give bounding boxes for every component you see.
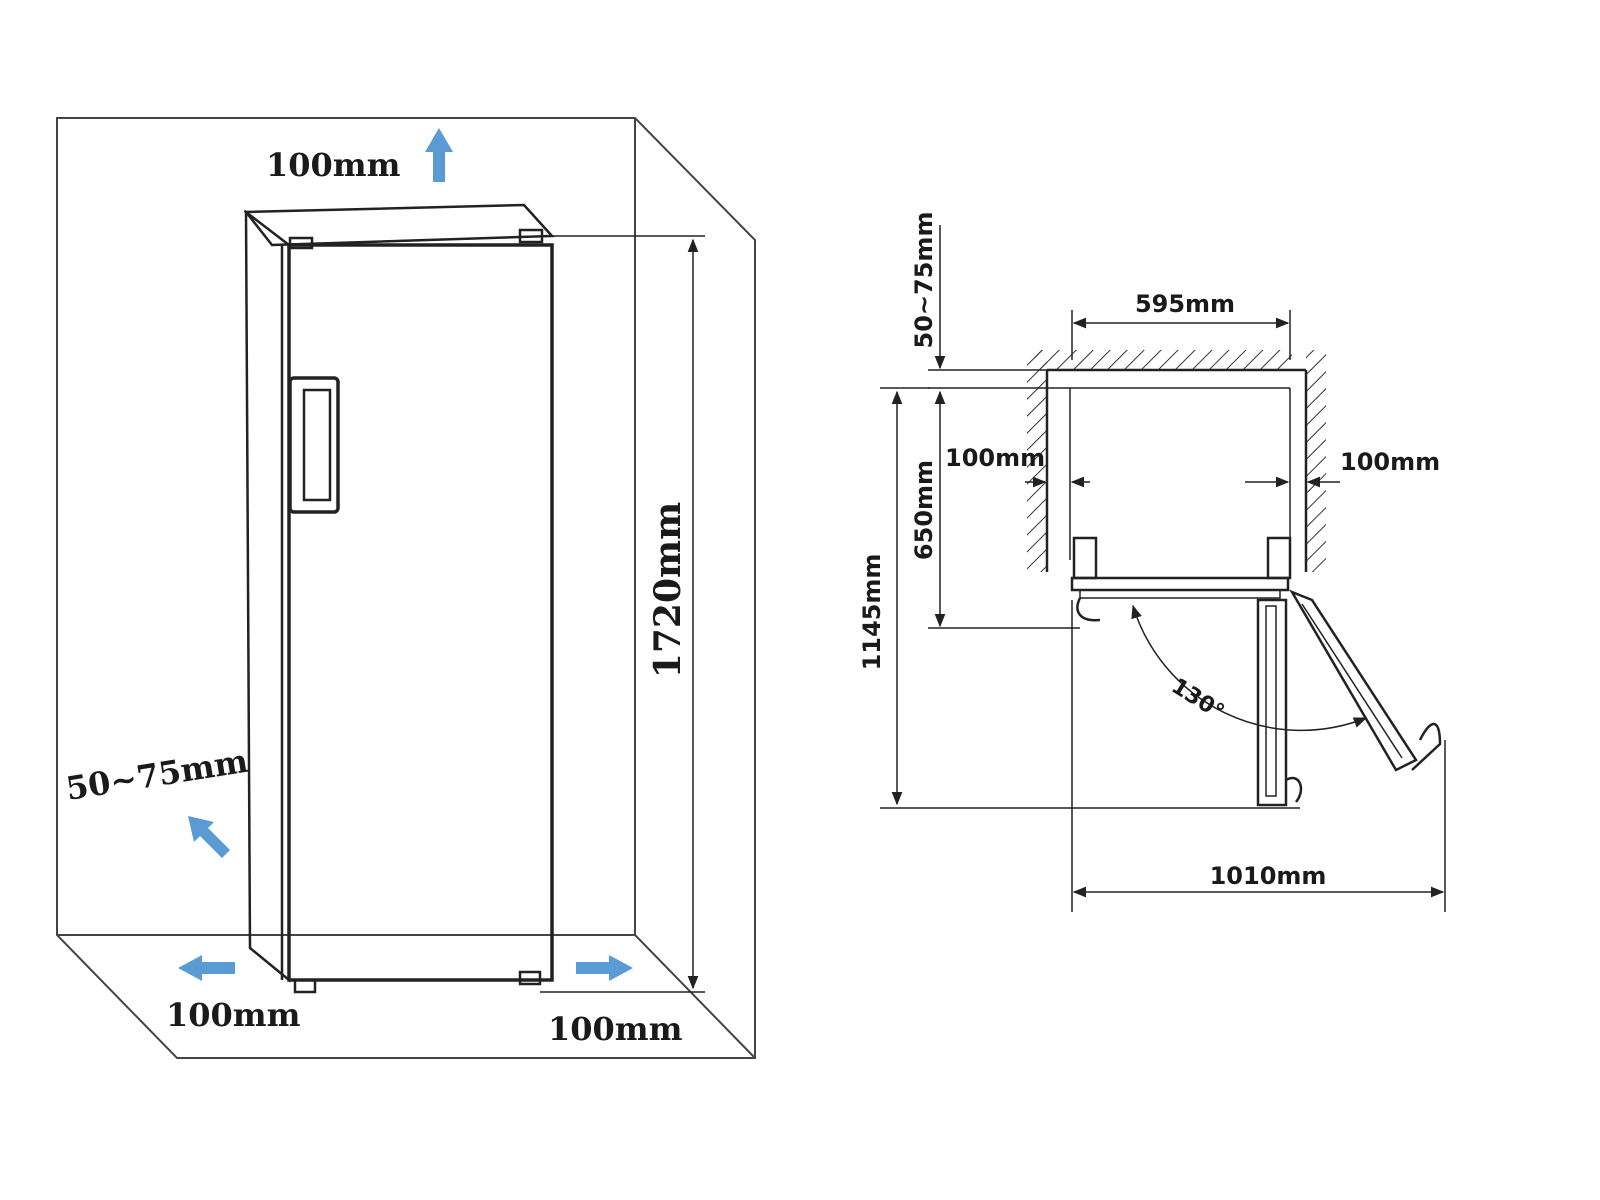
- left-side-gap-label: 100mm: [945, 444, 1045, 472]
- total-width-label: 1010mm: [1210, 862, 1327, 890]
- back-clearance-label: 50~75mm: [63, 742, 250, 808]
- left-view: 1720mm 100mm 50~75mm 100mm 100mm: [56, 117, 756, 1059]
- clearance-arrows: [178, 128, 633, 981]
- depth-dimension: [928, 390, 1080, 629]
- total-width-dimension: [1071, 600, 1446, 912]
- left-clearance-label: 100mm: [166, 996, 301, 1034]
- right-view: 595mm 50~75mm 100mm 100mm 650mm: [858, 212, 1446, 912]
- right-clearance-label: 100mm: [548, 1010, 683, 1048]
- back-gap-label: 50~75mm: [910, 212, 938, 349]
- top-arrow-icon: [425, 128, 453, 182]
- fridge-plan: [1069, 387, 1442, 807]
- door-angle-label: 130°: [1167, 674, 1229, 725]
- top-clearance-label: 100mm: [266, 146, 401, 184]
- depth-label: 650mm: [910, 460, 938, 560]
- width-label: 595mm: [1135, 290, 1235, 318]
- open-depth-label: 1145mm: [858, 554, 886, 671]
- back-arrow-icon: [188, 816, 230, 858]
- fridge-drawing: [243, 203, 555, 994]
- width-dimension: [1071, 310, 1291, 360]
- height-label: 1720mm: [647, 502, 689, 678]
- right-side-gap-label: 100mm: [1340, 448, 1440, 476]
- open-depth-dimension: [880, 387, 1300, 809]
- room-outline: [56, 117, 756, 1059]
- back-gap-dimension: [928, 225, 1070, 389]
- height-dimension: [540, 235, 705, 993]
- right-arrow-icon: [576, 955, 633, 981]
- wall-lines: [1045, 368, 1308, 572]
- wall-hatching: [1027, 350, 1326, 572]
- left-arrow-icon: [178, 955, 235, 981]
